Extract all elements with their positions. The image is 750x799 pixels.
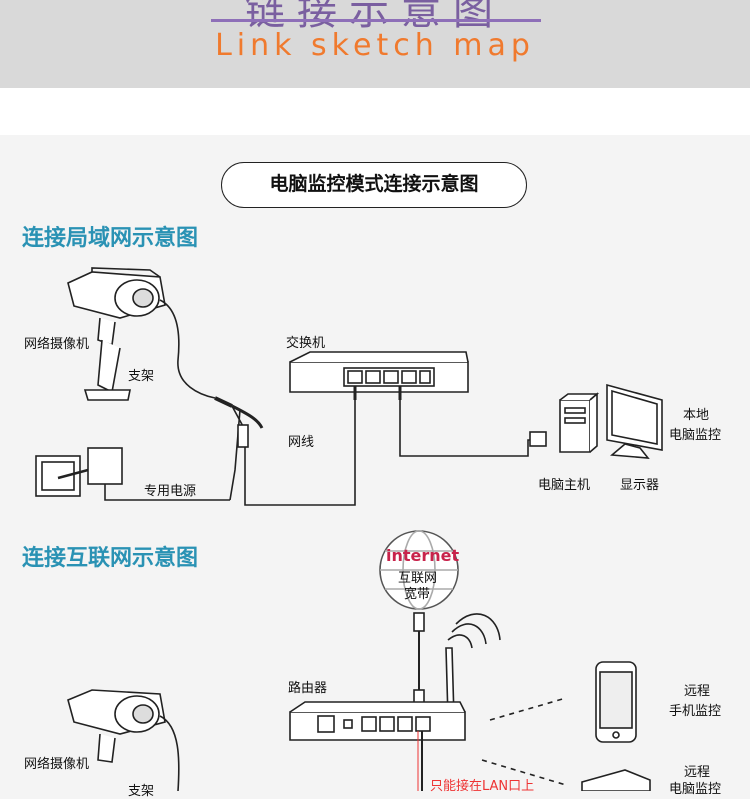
lan-port-note: 只能接在LAN口上 bbox=[430, 779, 535, 794]
phone-icon bbox=[595, 661, 637, 743]
lan-bracket-label: 支架 bbox=[128, 369, 155, 384]
lan-bracket-icon bbox=[83, 317, 131, 401]
header-divider bbox=[211, 19, 541, 22]
monitor-icon bbox=[606, 383, 663, 459]
header-title-cn: 链接示意图 bbox=[245, 0, 505, 34]
header-banner: 链接示意图 Link sketch map bbox=[0, 0, 750, 88]
remote-phone-label-2: 手机监控 bbox=[669, 704, 722, 719]
lan-camera-icon bbox=[67, 267, 166, 319]
remote-pc-label-2: 电脑监控 bbox=[669, 782, 722, 797]
cable-label: 网线 bbox=[288, 435, 315, 450]
router-label: 路由器 bbox=[288, 681, 328, 696]
power-socket-icon bbox=[35, 447, 230, 501]
power-label: 专用电源 bbox=[144, 484, 197, 499]
pc-label: 电脑主机 bbox=[538, 478, 591, 493]
internet-bracket-label: 支架 bbox=[128, 784, 155, 799]
internet-globe-icon bbox=[379, 530, 459, 610]
monitor-label: 显示器 bbox=[620, 478, 660, 493]
switch-label: 交换机 bbox=[286, 336, 326, 351]
globe-cn-2: 宽带 bbox=[404, 587, 431, 602]
router-icon bbox=[289, 701, 466, 791]
main-title: 电脑监控模式连接示意图 bbox=[221, 162, 527, 208]
lan-section-title: 连接局域网示意图 bbox=[22, 226, 199, 251]
spacer-band bbox=[0, 88, 750, 135]
local-label-2: 电脑监控 bbox=[669, 428, 722, 443]
internet-camera-label: 网络摄像机 bbox=[24, 757, 90, 772]
lan-camera-label: 网络摄像机 bbox=[24, 337, 90, 352]
remote-pc-label-1: 远程 bbox=[684, 765, 711, 780]
pc-tower-icon bbox=[559, 392, 600, 453]
internet-camera-icon bbox=[67, 689, 180, 791]
remote-phone-label-1: 远程 bbox=[684, 684, 711, 699]
local-label-1: 本地 bbox=[683, 408, 710, 423]
switch-icon bbox=[289, 351, 469, 400]
header-title-en: Link sketch map bbox=[215, 28, 535, 63]
internet-section-title: 连接互联网示意图 bbox=[22, 546, 199, 571]
globe-internet-text: internet bbox=[386, 546, 460, 565]
globe-cn-1: 互联网 bbox=[398, 571, 438, 586]
